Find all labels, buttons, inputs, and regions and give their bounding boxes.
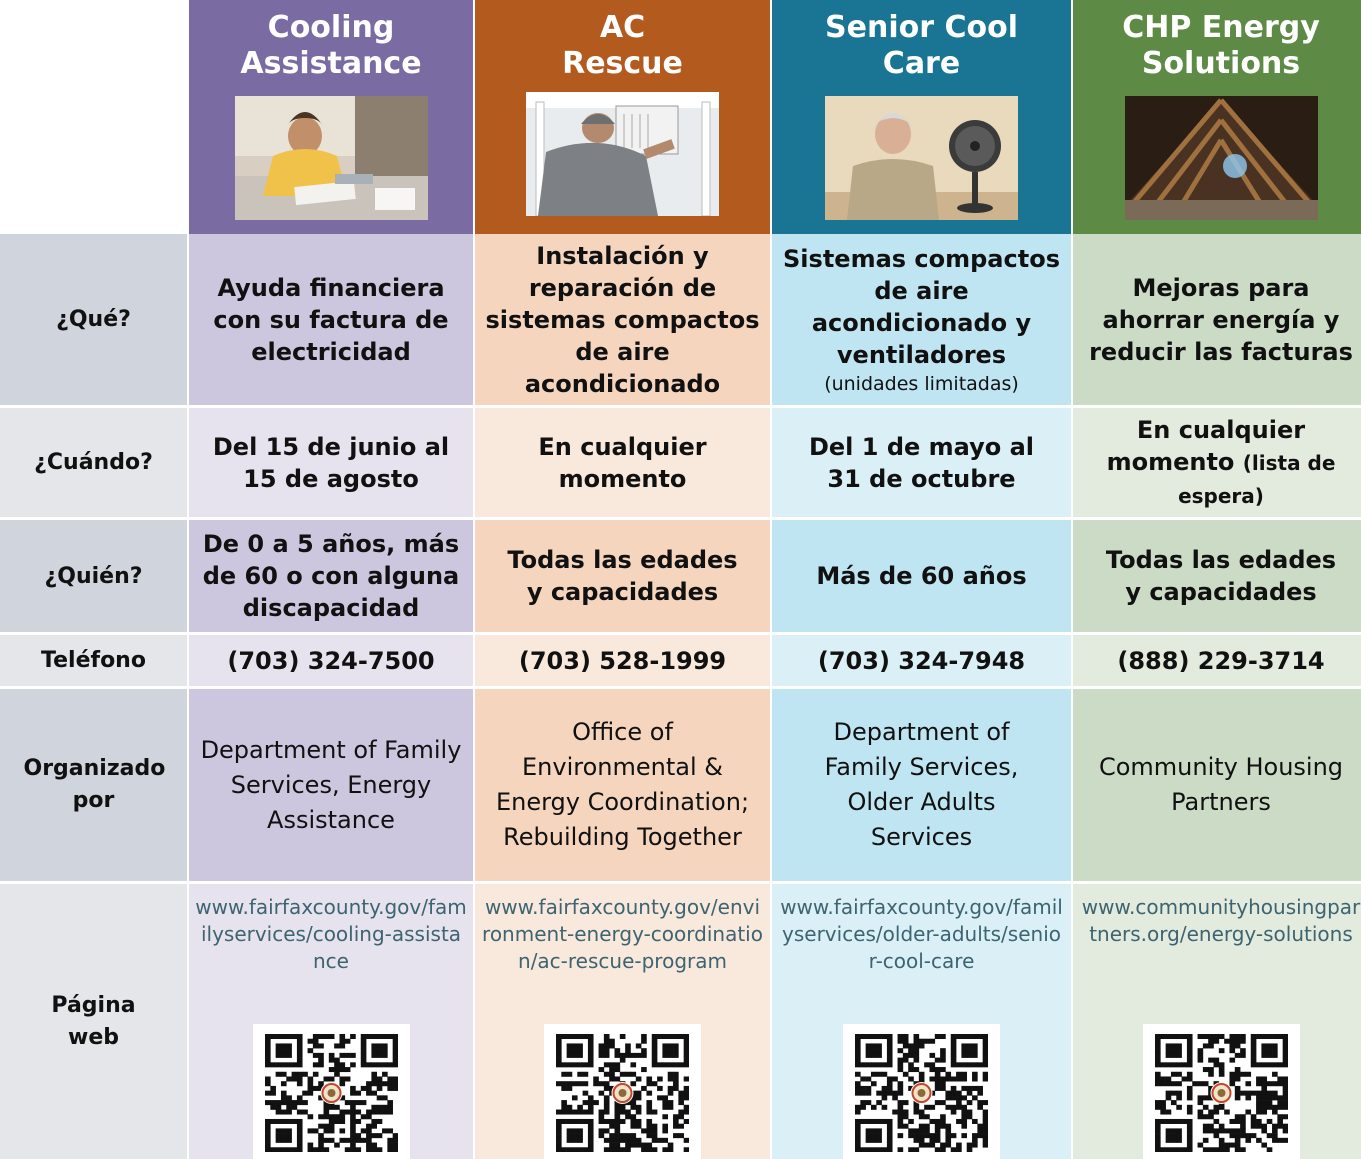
senior-woman-with-fan-photo [825,96,1018,220]
senior-who: Más de 60 años [772,520,1071,635]
what-text: Instalación y reparación de sistemas com… [485,241,760,398]
row-label-when: ¿Cuándo? [0,408,187,520]
what-note: (unidades limitadas) [824,372,1019,395]
cooling-what: Ayuda financiera con su factura de elect… [189,234,473,408]
header-ac-rescue: AC Rescue [475,0,770,234]
org-text: Department of Family Services, Older Adu… [824,718,1019,851]
row-label-what: ¿Qué? [0,234,187,408]
row-label-phone: Teléfono [0,635,187,689]
program-title: Senior Cool Care [825,10,1018,81]
senior-what: Sistemas compactos de aire acondicionado… [772,234,1071,408]
who-text: Más de 60 años [816,562,1027,590]
when-text: Del 15 de junio al 15 de agosto [212,432,450,493]
what-text: Mejoras para ahorrar energía y reducir l… [1089,273,1353,366]
program-title: Cooling Assistance [240,10,422,81]
header-chp-energy-solutions: CHP Energy Solutions [1073,0,1361,234]
senior-org: Department of Family Services, Older Adu… [772,689,1071,884]
chp-who: Todas las edades y capacidades [1073,520,1361,635]
ac-rescue-org: Office of Environmental & Energy Coordin… [475,689,770,884]
who-text: Todas las edades y capacidades [507,546,738,606]
chp-org: Community Housing Partners [1073,689,1361,884]
man-installing-window-ac-photo [526,92,719,216]
what-text: Ayuda financiera con su factura de elect… [213,273,449,366]
senior-url-link[interactable]: www.fairfaxcounty.gov/familyservices/old… [780,895,1063,973]
who-text: De 0 a 5 años, más de 60 o con alguna di… [202,530,460,622]
when-text: Del 1 de mayo al 31 de octubre [808,432,1035,493]
qr-code-icon[interactable] [544,1024,701,1159]
chp-when: En cualquier momento (lista de espera) [1073,408,1361,520]
cooling-who: De 0 a 5 años, más de 60 o con alguna di… [189,520,473,635]
ac-rescue-web: www.fairfaxcounty.gov/environment-energy… [475,884,770,1159]
ac-rescue-phone[interactable]: (703) 528-1999 [475,635,770,689]
cooling-url-link[interactable]: www.fairfaxcounty.gov/familyservices/coo… [195,895,467,973]
cooling-when: Del 15 de junio al 15 de agosto [189,408,473,520]
row-label-org: Organizado por [0,689,187,884]
what-text: Sistemas compactos de aire acondicionado… [783,244,1060,369]
ac-rescue-what: Instalación y reparación de sistemas com… [475,234,770,408]
qr-code-icon[interactable] [252,1024,410,1159]
row-label-web: Página web [0,884,187,1159]
senior-phone[interactable]: (703) 324-7948 [772,635,1071,689]
attic-insulation-photo [1124,96,1318,220]
when-text: En cualquier momento [1106,415,1306,476]
chp-url-link[interactable]: www.communityhousingpartners.org/energy-… [1081,895,1361,946]
header-senior-cool-care: Senior Cool Care [772,0,1071,234]
woman-reviewing-bills-photo [234,96,428,220]
cooling-org: Department of Family Services, Energy As… [189,689,473,884]
senior-when: Del 1 de mayo al 31 de octubre [772,408,1071,520]
org-label: Organizado por [23,756,166,813]
web-label: Página web [51,992,136,1050]
qr-code-icon[interactable] [843,1024,1000,1159]
when-note: (lista de espera) [1178,450,1336,508]
qr-code-icon[interactable] [1142,1024,1300,1159]
ac-rescue-who: Todas las edades y capacidades [475,520,770,635]
ac-rescue-when: En cualquier momento [475,408,770,520]
row-label-who: ¿Quién? [0,520,187,635]
chp-what: Mejoras para ahorrar energía y reducir l… [1073,234,1361,408]
who-text: Todas las edades y capacidades [1105,546,1337,606]
cooling-web: www.fairfaxcounty.gov/familyservices/coo… [189,884,473,1159]
corner-blank [0,0,187,234]
when-text: En cualquier momento [538,432,707,493]
senior-web: www.fairfaxcounty.gov/familyservices/old… [772,884,1071,1159]
chp-phone[interactable]: (888) 229-3714 [1073,635,1361,689]
cooling-phone[interactable]: (703) 324-7500 [189,635,473,689]
chp-web: www.communityhousingpartners.org/energy-… [1073,884,1361,1159]
header-cooling-assistance: Cooling Assistance [189,0,473,234]
program-title: AC Rescue [562,10,683,81]
ac-rescue-url-link[interactable]: www.fairfaxcounty.gov/environment-energy… [482,895,763,973]
program-title: CHP Energy Solutions [1122,10,1320,81]
